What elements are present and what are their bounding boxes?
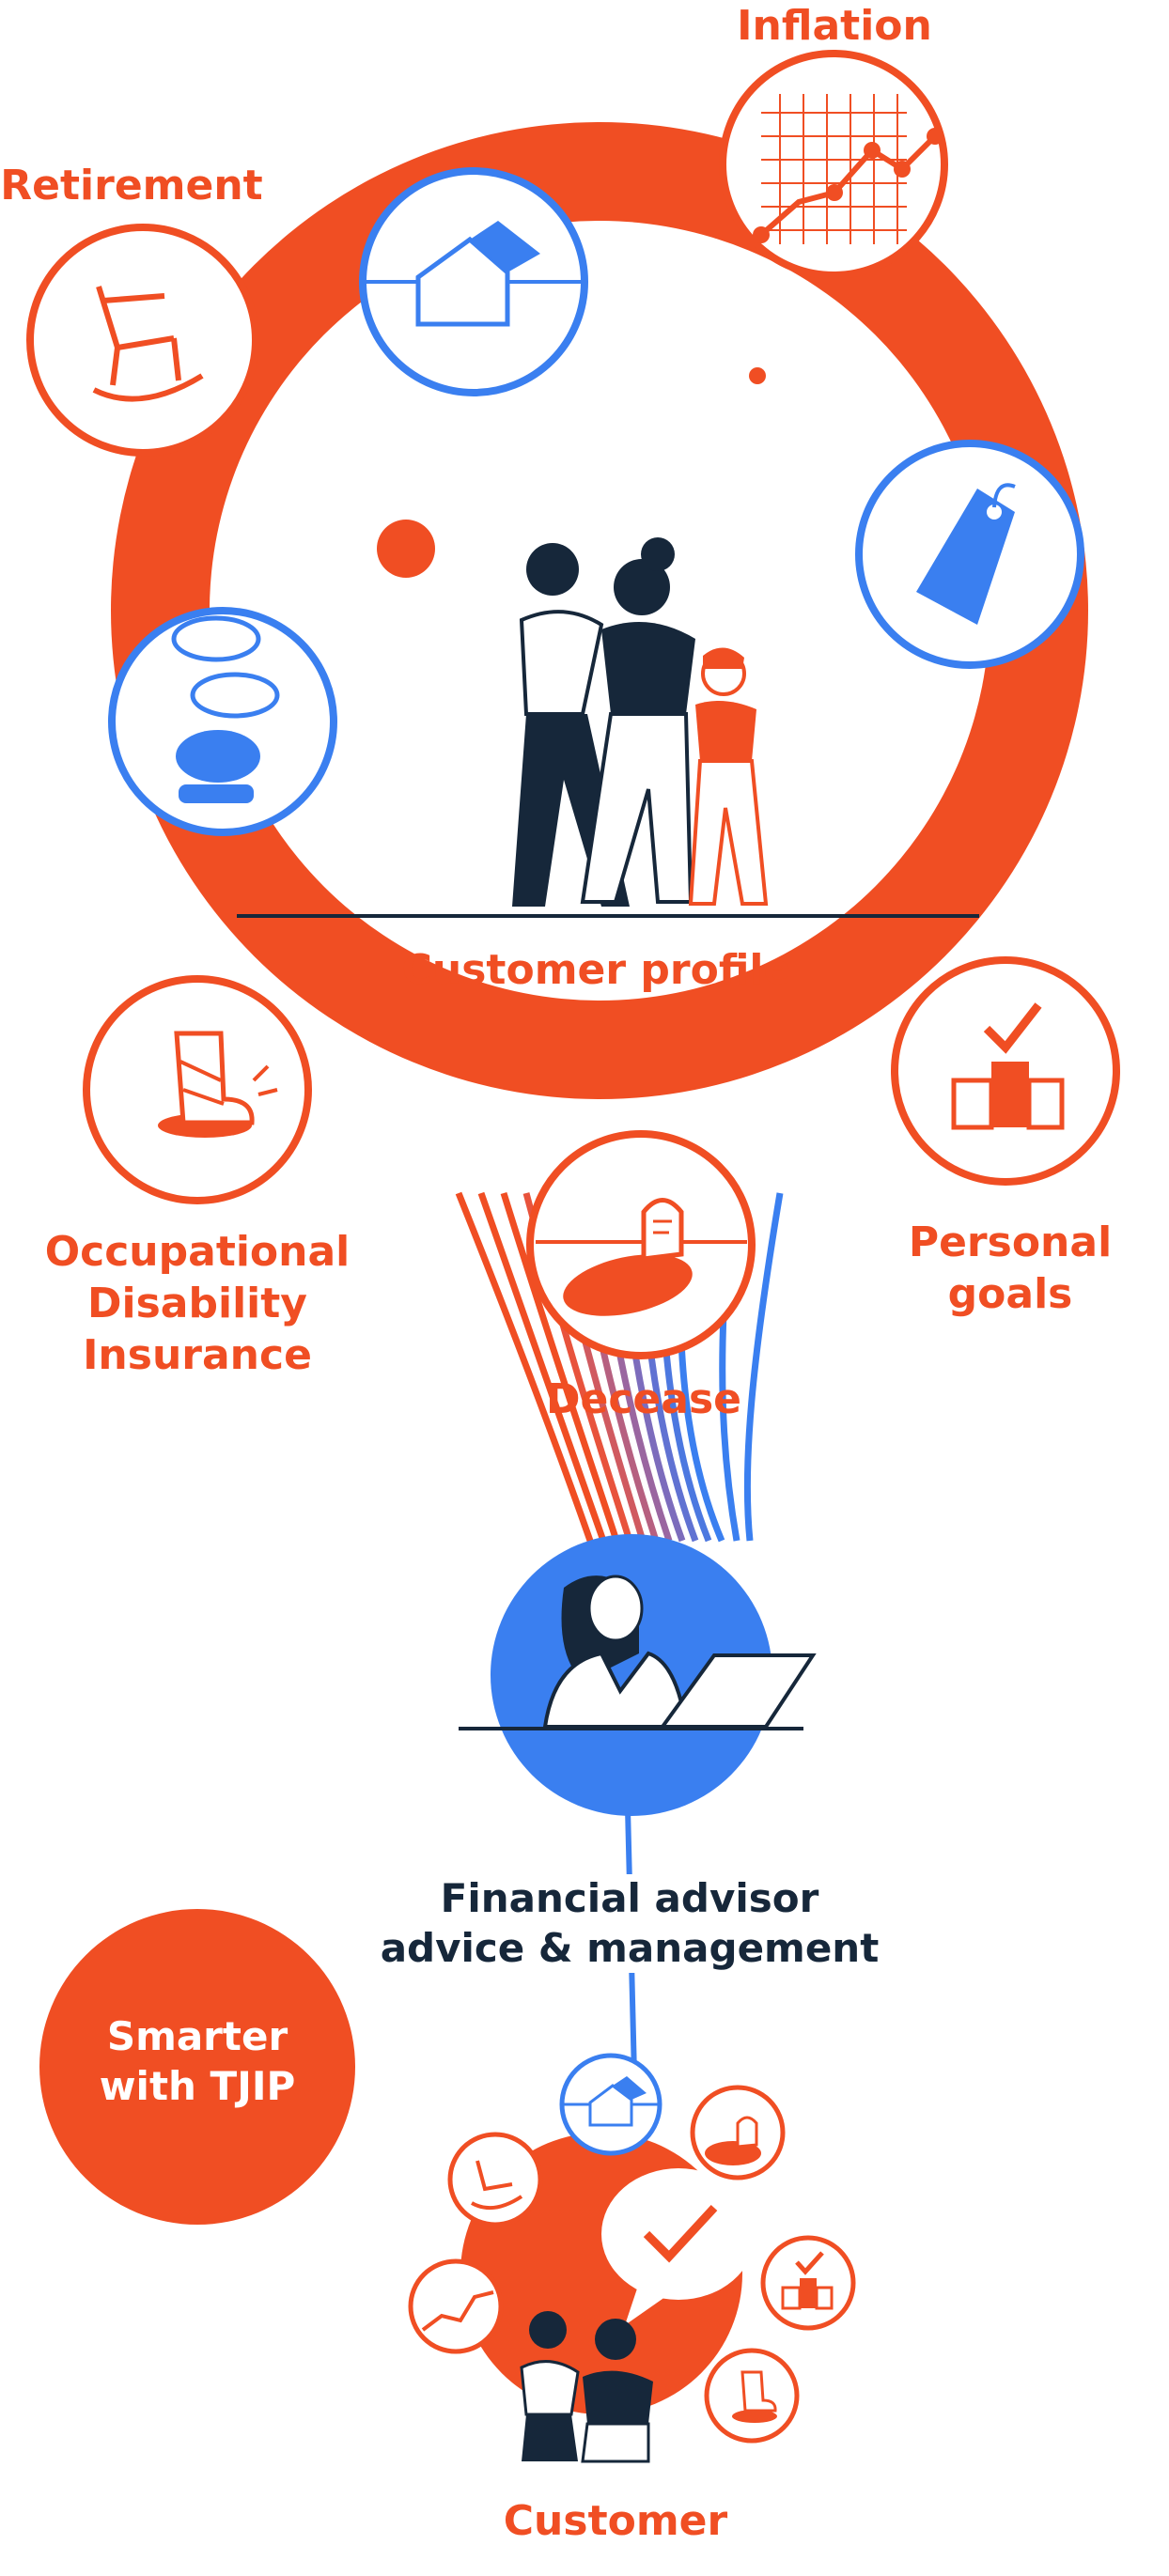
smarter-circle [39, 1909, 355, 2225]
checkmark-podium-icon [951, 1002, 1065, 1130]
mini-inflation-bubble [408, 2258, 504, 2354]
advisor-laptop-icon [542, 1575, 817, 1729]
label-advisor-line2: advice & management [380, 1924, 880, 1971]
price-tag-bubble [855, 440, 1084, 669]
house-bubble [359, 167, 588, 396]
rocking-chair-icon [92, 286, 204, 402]
mini-decease-bubble [690, 2085, 786, 2180]
label-advisor: Financial advisor advice & management [338, 1874, 921, 1973]
label-customer: Customer [503, 2497, 728, 2545]
label-personal-line1: Personal [908, 1218, 1113, 1266]
mini-retirement-bubble [447, 2132, 543, 2227]
label-occupational-line2: Disability [87, 1280, 307, 1327]
speech-bubble-check-icon [601, 2168, 756, 2325]
coins-icon [171, 615, 280, 803]
customer-figures [520, 2311, 653, 2463]
label-smarter: Smarter with TJIP [56, 2012, 338, 2111]
customer-cluster [408, 2053, 856, 2463]
label-smarter-line1: Smarter [106, 2013, 288, 2059]
label-occupational-line3: Insurance [83, 1331, 312, 1379]
label-occupational-line1: Occupational [44, 1228, 351, 1276]
inflation-bubble [719, 50, 948, 279]
label-personal-goals: Personal goals [883, 1217, 1137, 1320]
gravestone-icon [563, 1198, 693, 1316]
occupational-bubble [83, 975, 312, 1204]
label-decease: Decease [545, 1375, 741, 1423]
label-occupational: Occupational Disability Insurance [19, 1226, 376, 1381]
label-retirement: Retirement [0, 162, 263, 209]
advisor-circle [459, 1534, 817, 2115]
label-smarter-line2: with TJIP [99, 2062, 296, 2109]
customer-profile-center [210, 221, 990, 1001]
label-advisor-line1: Financial advisor [440, 1875, 819, 1921]
price-tag-icon [916, 483, 1016, 625]
coins-bubble [108, 607, 337, 836]
mini-occupational-bubble [704, 2348, 800, 2444]
label-personal-line2: goals [947, 1270, 1073, 1318]
decor-dot-large [377, 520, 435, 578]
cast-leg-icon [158, 1031, 278, 1138]
mini-house-bubble [559, 2053, 662, 2156]
decor-dot-small [749, 367, 766, 384]
label-inflation: Inflation [737, 2, 932, 50]
label-customer-profile: Customer profile [401, 946, 792, 994]
family-illustration [512, 537, 769, 907]
house-icon [415, 221, 540, 327]
retirement-bubble [26, 224, 259, 457]
mini-goals-bubble [760, 2235, 856, 2331]
decease-bubble [526, 1130, 756, 1359]
personal-goals-bubble [891, 956, 1120, 1186]
